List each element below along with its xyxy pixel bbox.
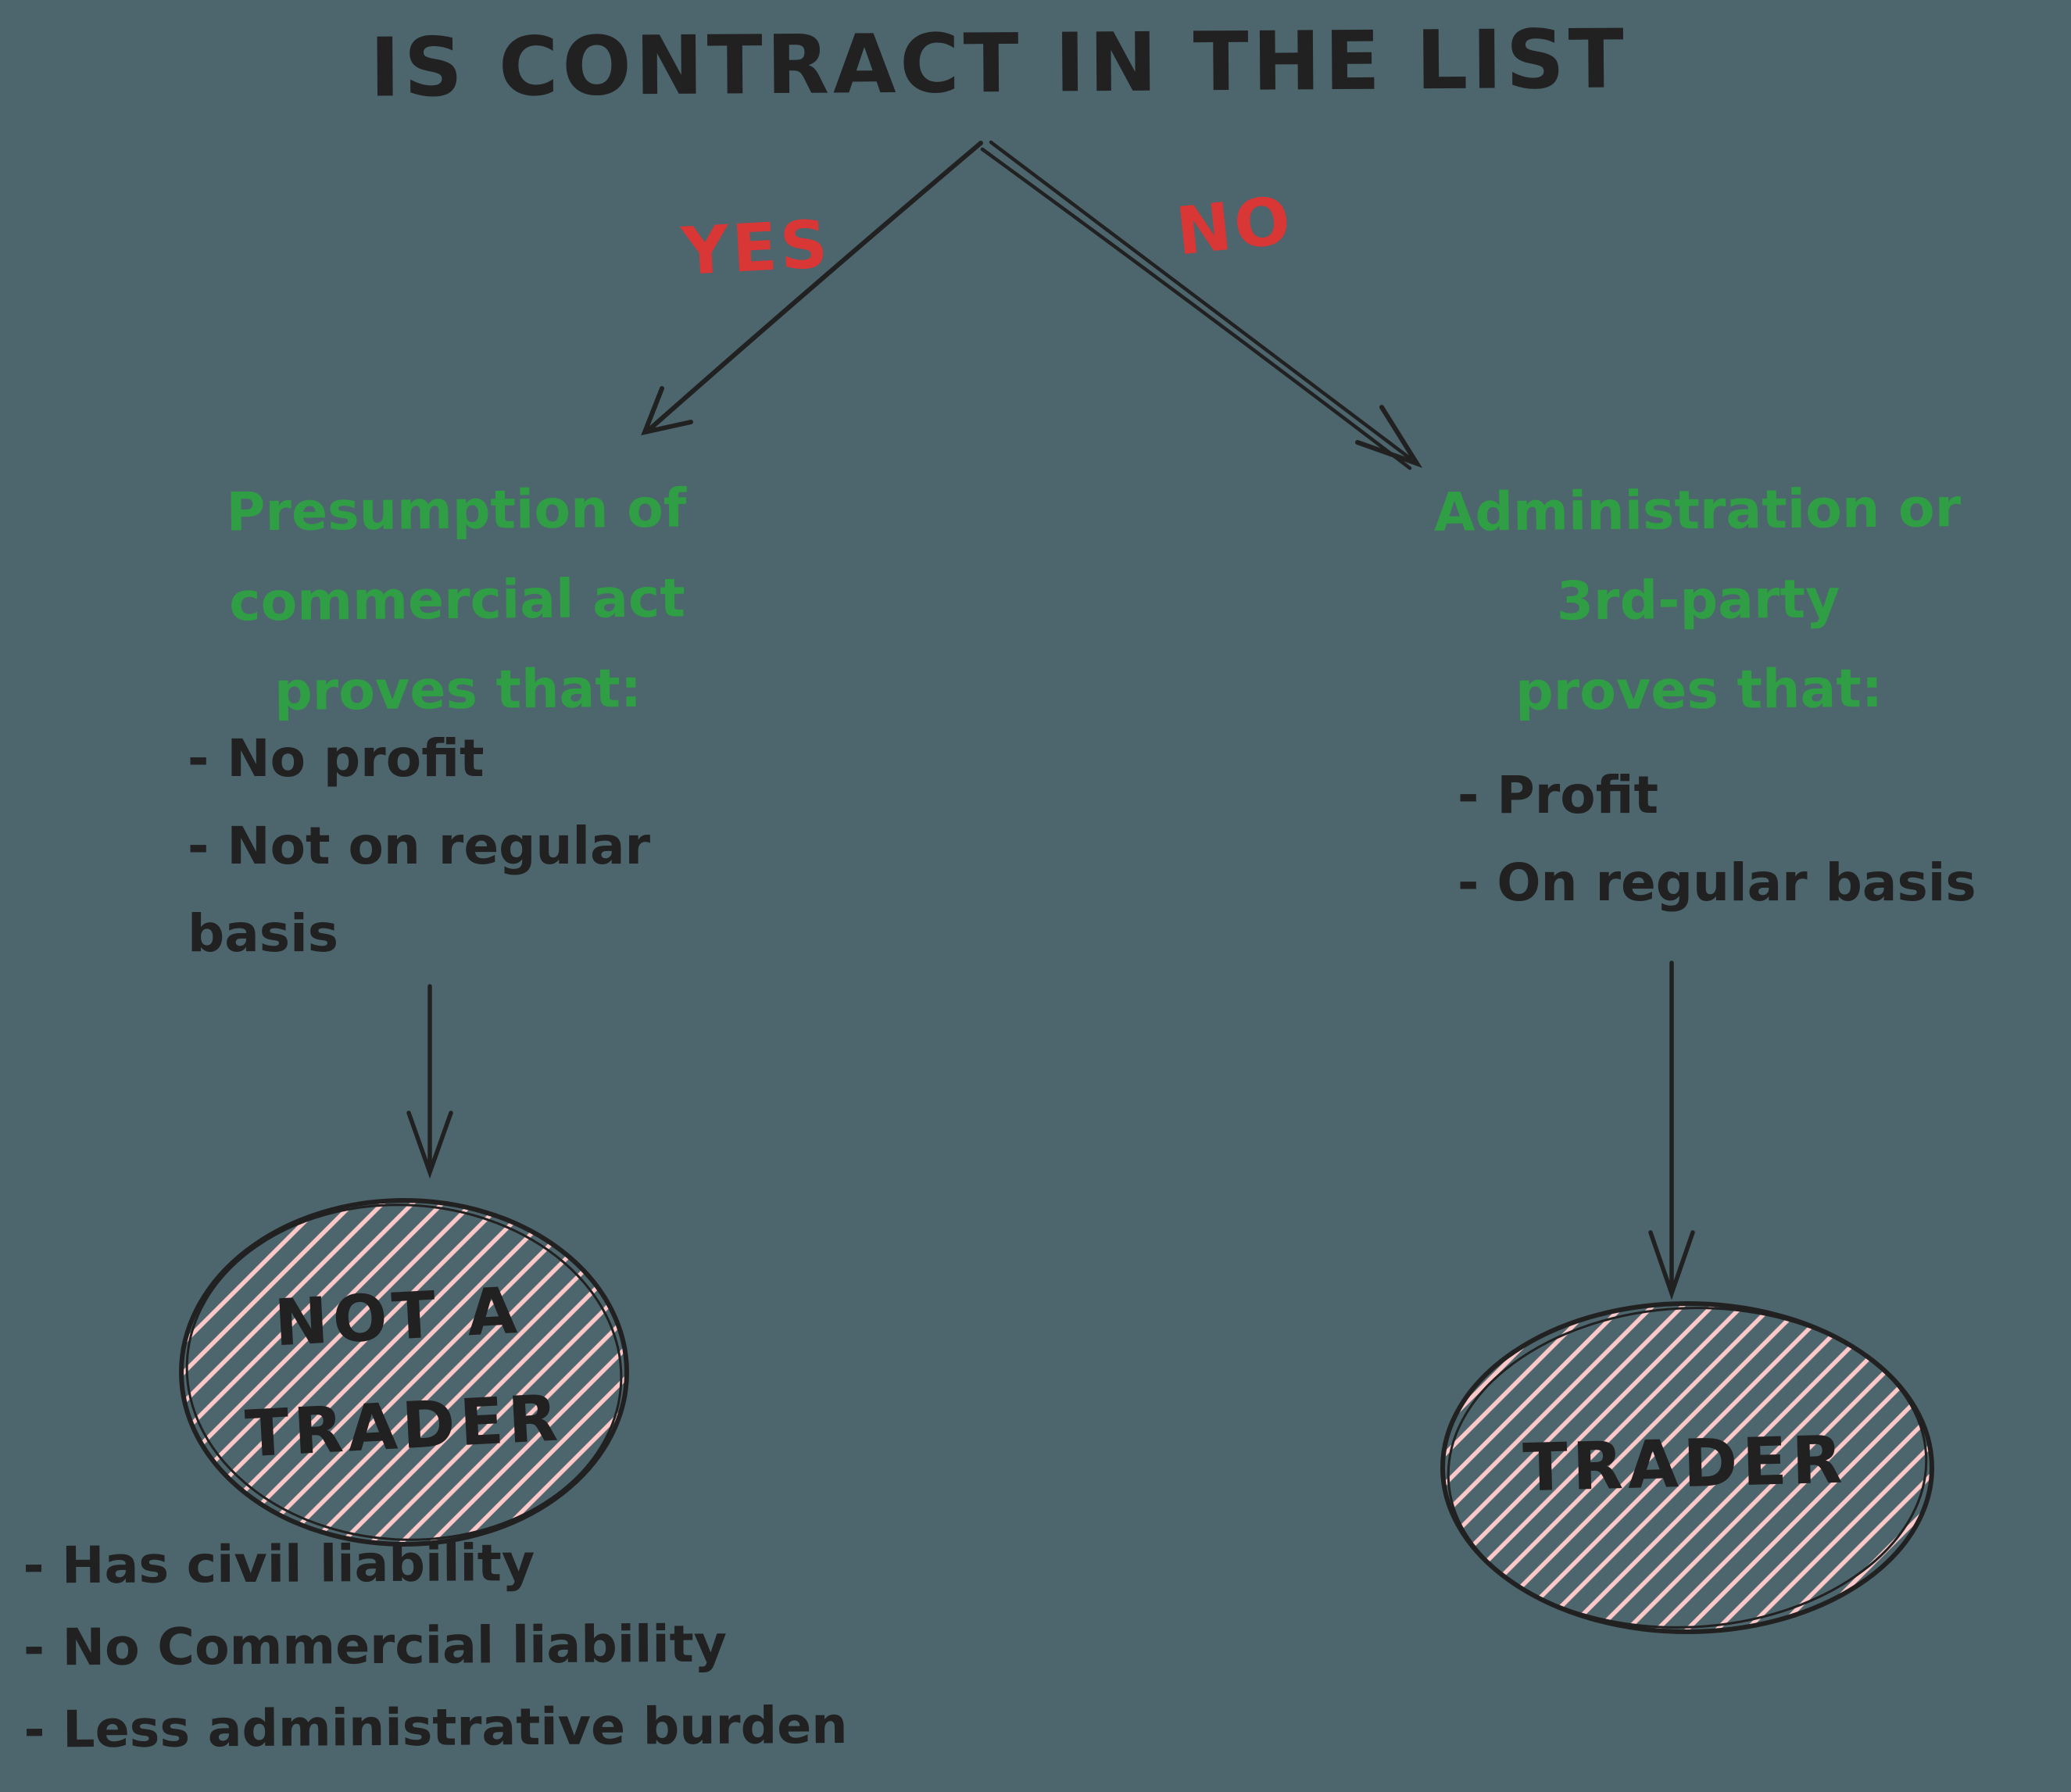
- no-heading-line: proves that:: [1515, 657, 1883, 724]
- bullet-item: - On regular basis: [1458, 853, 1976, 913]
- bullet-item: - Profit: [1458, 765, 1659, 825]
- yes-arrow: [641, 141, 983, 436]
- no-branch-label: NO: [1172, 181, 1297, 270]
- no-down-arrow: [1648, 960, 1695, 1300]
- footnote-item: - Has civil liability: [23, 1534, 535, 1596]
- no-arrow: [980, 140, 1423, 470]
- not-a-trader-node: [179, 1198, 629, 1547]
- trader-label: TRADER: [1522, 1421, 1848, 1507]
- footnote-item: - No Commercial liability: [23, 1615, 728, 1678]
- yes-down-arrow: [406, 984, 453, 1179]
- no-heading-line: 3rd-party: [1556, 568, 1840, 633]
- trader-node: [1440, 1301, 1934, 1634]
- yes-heading-line: commercial act: [228, 567, 686, 634]
- bullet-item: - Not on regular basis: [188, 816, 651, 964]
- yes-branch-heading: Presumption of commercial act proves tha…: [175, 463, 740, 738]
- no-heading-line: Administration or: [1433, 478, 1962, 544]
- yes-branch-label: YES: [679, 206, 833, 290]
- not-a-trader-label: NOT A TRADER: [243, 1273, 564, 1472]
- footnote-list: - Has civil liability - No Commercial li…: [23, 1520, 1064, 1772]
- yes-branch-bullets: - No profit - Not on regular basis: [188, 715, 727, 978]
- no-branch-bullets: - Profit - On regular basis: [1458, 752, 2071, 927]
- page-title: IS CONTRACT IN THE LIST: [369, 11, 1629, 116]
- yes-heading-line: Presumption of: [226, 478, 687, 544]
- footnote-item: - Less administrative burden: [23, 1696, 848, 1760]
- no-branch-heading: Administration or 3rd-party proves that:: [1416, 463, 1981, 738]
- bullet-item: - No profit: [188, 728, 485, 789]
